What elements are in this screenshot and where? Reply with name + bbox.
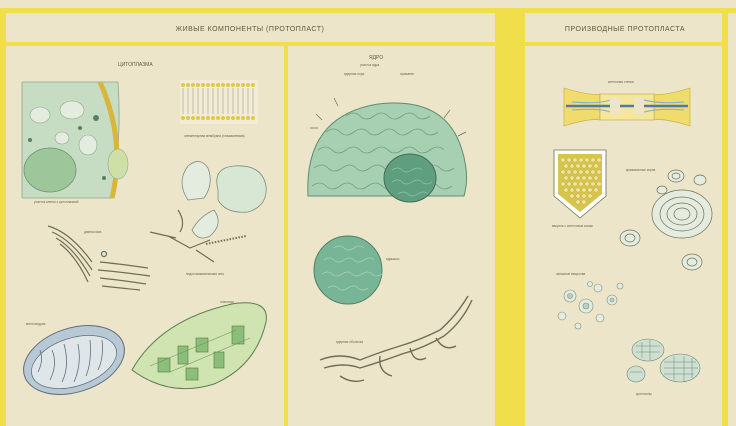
- nuclear-pore-caption: ядерная пора: [344, 72, 364, 76]
- vacuole-starch-illustration: [554, 150, 606, 218]
- nucleolus-illustration: [314, 236, 382, 304]
- crystals-caption: кристаллы: [636, 392, 652, 396]
- cell-wall-illustration: [564, 88, 690, 126]
- nucleus-heading: ЯДРО: [369, 55, 383, 61]
- cell-wall-caption: клеточная стенка: [608, 80, 634, 84]
- crystals-illustration: [627, 339, 700, 382]
- cytoplasm-heading: ЦИТОПЛАЗМА: [118, 62, 153, 68]
- nuclear-envelope-illustration: [320, 296, 472, 381]
- membrane-caption: элементарная мембрана (плазмалемма): [184, 134, 245, 138]
- reserve-caption: запасные вещества: [556, 272, 585, 276]
- nucleus-illustration: [308, 98, 467, 202]
- mitochondrion-caption: митохондрия: [26, 322, 45, 326]
- cell-section-caption: участок клетки с цитоплазмой: [34, 200, 78, 204]
- plastid-illustration: [132, 303, 266, 389]
- er-vacuole-illustration: [150, 161, 266, 262]
- plastid-caption: пластида: [220, 300, 234, 304]
- nuclear-envelope-caption: ядерная оболочка: [336, 340, 363, 344]
- starch-caption: крахмальные зерна: [626, 168, 655, 172]
- starch-grains-illustration: [620, 170, 712, 270]
- nucleus-subheading: участок ядра: [360, 63, 379, 67]
- mitochondrion-illustration: [15, 313, 134, 406]
- cell-section-illustration: [22, 82, 128, 198]
- chromatin-caption: хроматин: [400, 72, 414, 76]
- reserve-particles-illustration: [558, 282, 623, 330]
- membrane-illustration: [180, 80, 258, 124]
- er-caption: эндоплазматическая сеть: [186, 272, 224, 276]
- dictyosome-illustration: [48, 226, 150, 290]
- dictyosome-caption: диктиосома: [84, 230, 101, 234]
- nucleolus-caption: ядрышко: [386, 257, 399, 261]
- vacuole-caption: вакуоль с клеточным соком: [552, 224, 593, 228]
